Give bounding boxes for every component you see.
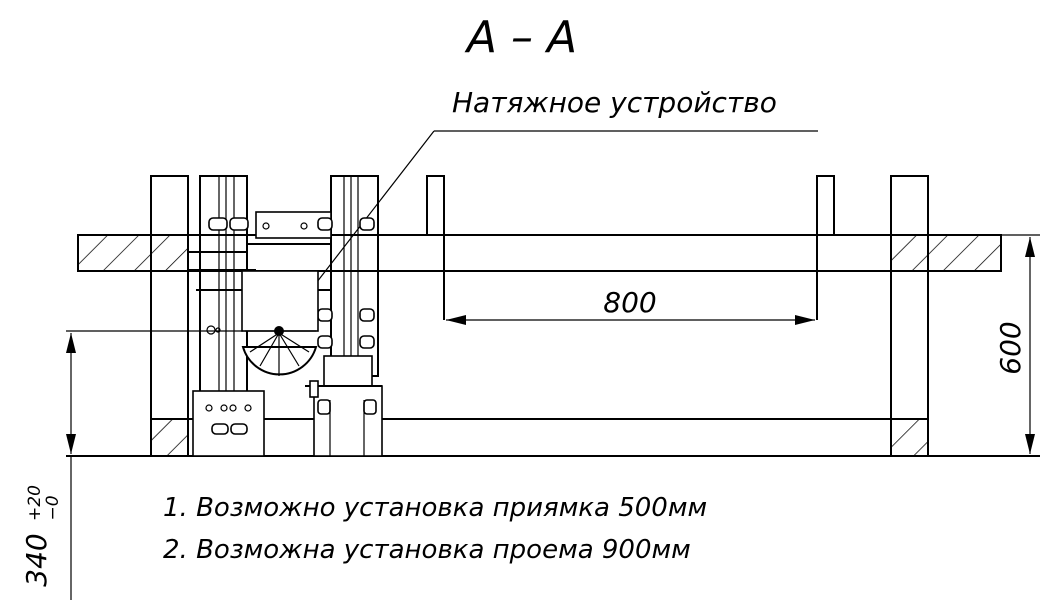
floor-slab <box>77 234 1002 272</box>
tensioner-callout: Натяжное устройство <box>295 86 818 310</box>
slab-left-hatch <box>77 234 189 272</box>
note-1: 1. Возможно установка приямка 500мм <box>163 493 707 523</box>
right-outer-column <box>890 175 929 457</box>
pit-right-post <box>816 175 835 320</box>
dimension-340: 340 +20 −0 <box>20 330 243 600</box>
dimension-800-label: 800 <box>603 286 656 319</box>
note-2: 2. Возможна установка проема 900мм <box>163 535 691 565</box>
dimension-600: 600 <box>994 234 1040 454</box>
slab-right-hatch <box>890 234 1002 272</box>
section-title: A – A <box>464 12 577 63</box>
left-base-block <box>192 390 265 457</box>
dimension-800: 800 <box>446 286 815 325</box>
callout-label: Натяжное устройство <box>452 86 777 119</box>
tension-pulley <box>241 326 318 376</box>
dimension-600-label: 600 <box>994 321 1027 374</box>
left-outer-column <box>150 175 189 457</box>
dimension-340-tol-upper: +20 <box>25 485 45 521</box>
mechanism <box>188 175 383 457</box>
tensioner-housing <box>241 270 319 332</box>
dimension-340-label: 340 <box>20 533 53 586</box>
notes: 1. Возможно установка приямка 500мм 2. В… <box>163 493 707 565</box>
left-rail-outer <box>199 175 248 423</box>
drive-unit <box>313 385 383 457</box>
lower-beam <box>188 418 891 457</box>
pit-left-post <box>426 175 445 320</box>
dimension-340-tol-lower: −0 <box>43 495 63 520</box>
